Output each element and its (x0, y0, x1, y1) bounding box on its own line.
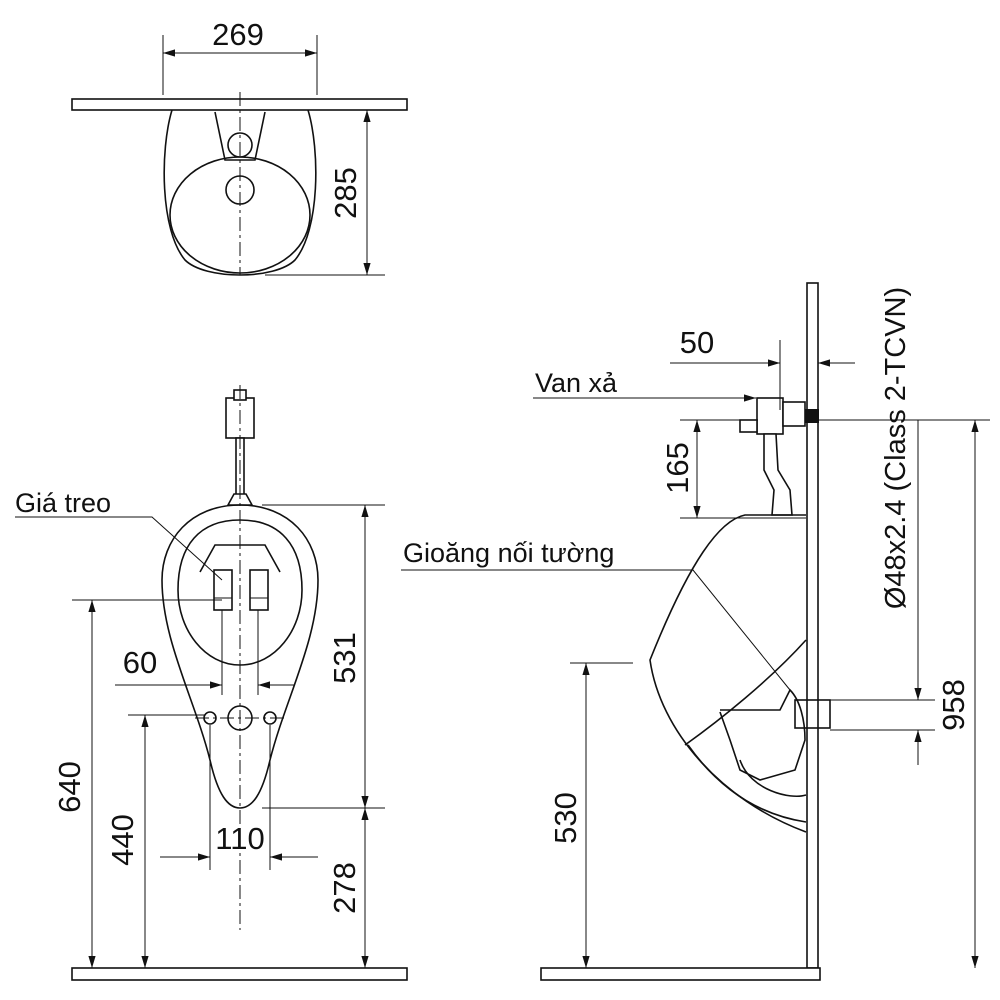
side-view: Van xả 50 165 Gioăng nối tường Ø48x2.4 (… (401, 282, 990, 981)
urinal-side-outline (649, 514, 807, 833)
dim-531: 531 (327, 632, 362, 684)
valve-ring (227, 132, 253, 158)
pipe-spec: Ø48x2.4 (Class 2-TCVN) (880, 287, 912, 609)
dim-110: 110 (215, 821, 264, 856)
dim-640: 640 (52, 761, 87, 813)
top-view: 269 285 (71, 17, 408, 276)
front-view: Giá treo 531 278 640 440 60 110 (15, 385, 408, 981)
dim-278: 278 (327, 862, 362, 914)
dim-depth: 285 (328, 167, 363, 219)
label-gasket: Gioăng nối tường (403, 538, 614, 568)
dim-width: 269 (212, 17, 264, 52)
floor-plate-side (540, 967, 821, 981)
bowl-outline-front (161, 504, 319, 809)
wall-side (806, 282, 819, 969)
wall-flange (794, 699, 831, 729)
dim-530: 530 (548, 792, 583, 844)
floor-plate (71, 967, 408, 981)
trap (719, 688, 806, 781)
dim-60: 60 (123, 645, 157, 680)
dim-440: 440 (105, 814, 140, 866)
flush-valve-side (739, 397, 819, 516)
dim-958: 958 (936, 679, 971, 731)
label-valve: Van xả (535, 368, 618, 398)
dim-50: 50 (680, 325, 714, 360)
label-bracket: Giá treo (15, 488, 111, 518)
bracket-icons (213, 569, 269, 611)
dim-165: 165 (660, 442, 695, 494)
